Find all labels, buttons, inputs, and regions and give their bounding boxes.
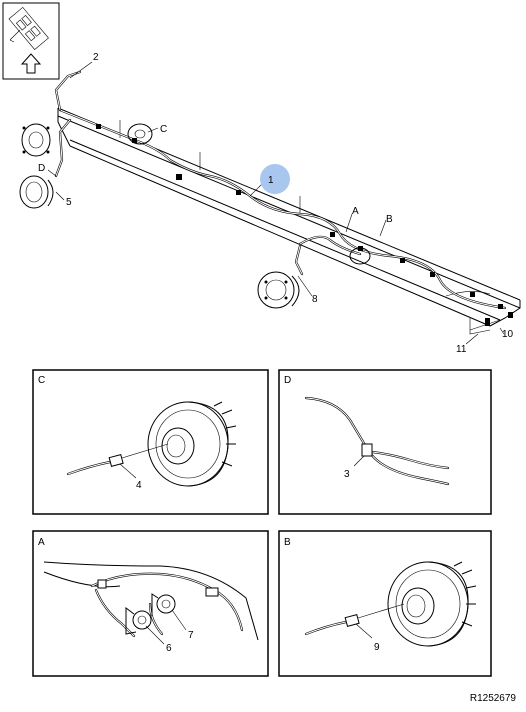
detail-b-brake-drum <box>387 561 477 647</box>
callout-5: 5 <box>66 197 72 208</box>
brake-drum-5 <box>19 175 54 209</box>
detail-a-callout-6: 6 <box>166 643 172 654</box>
leader-lines <box>47 61 505 345</box>
detail-c-panel: C 4 <box>32 369 269 515</box>
detail-c-title: C <box>38 375 45 386</box>
chassis-frame <box>57 107 521 335</box>
detail-a-title: A <box>38 537 45 548</box>
detail-b-callout-9: 9 <box>374 642 380 653</box>
vehicle-orientation-icon <box>2 2 60 80</box>
detail-d-title: D <box>284 375 291 386</box>
detail-a-harness <box>90 572 244 632</box>
callout-10: 10 <box>502 329 514 340</box>
detail-a-panel: A 6 7 <box>32 530 269 677</box>
detail-a-frame-rail <box>43 561 259 641</box>
connector-7 <box>151 593 176 616</box>
callout-8: 8 <box>312 294 318 305</box>
up-arrow-icon <box>20 53 42 74</box>
callout-1-highlight <box>260 164 290 194</box>
view-label-d: D <box>38 163 45 174</box>
callout-2: 2 <box>93 52 99 63</box>
view-label-c: C <box>160 124 167 135</box>
detail-c-callout-4: 4 <box>136 480 142 491</box>
view-label-b: B <box>386 214 393 225</box>
detail-b-title: B <box>284 537 291 548</box>
front-brake-drum <box>21 123 51 157</box>
brake-drum-rear <box>349 247 371 265</box>
detail-a-callout-7: 7 <box>188 630 194 641</box>
main-harness <box>54 70 513 326</box>
detail-c-brake-drum <box>147 401 237 487</box>
view-label-a: A <box>352 206 359 217</box>
callout-1: 1 <box>268 175 274 186</box>
detail-b-panel: B 9 <box>278 530 492 677</box>
brake-drum-c <box>127 123 153 145</box>
detail-d-callout-3: 3 <box>344 469 350 480</box>
callout-11: 11 <box>456 344 467 355</box>
connector-6 <box>125 607 152 635</box>
reference-number: R1252679 <box>469 693 516 704</box>
brake-drum-8 <box>257 271 300 309</box>
detail-d-panel: D 3 <box>278 369 492 515</box>
detail-d-cable <box>304 396 450 486</box>
